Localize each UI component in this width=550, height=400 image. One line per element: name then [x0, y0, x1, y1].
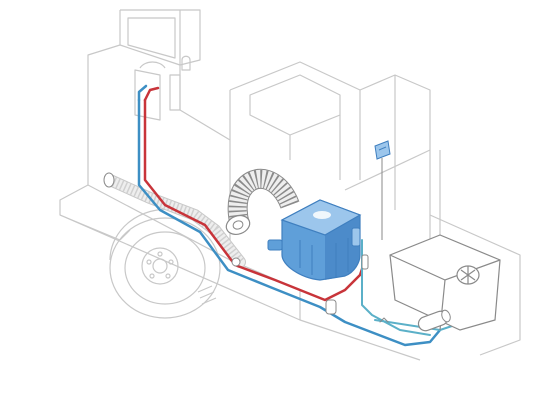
fuel-pump	[417, 309, 451, 332]
rear-wheel	[109, 208, 221, 319]
pipe-routing	[137, 84, 456, 347]
combustion-air-intake	[103, 172, 246, 268]
fuel-tank	[389, 234, 501, 331]
supply-line	[143, 98, 367, 302]
flexible-air-duct	[225, 169, 300, 236]
line-clip	[325, 299, 337, 315]
coolant-heater	[267, 199, 362, 281]
return-line	[137, 98, 442, 347]
control-panel	[374, 140, 391, 240]
pipe-fitting	[361, 254, 369, 270]
